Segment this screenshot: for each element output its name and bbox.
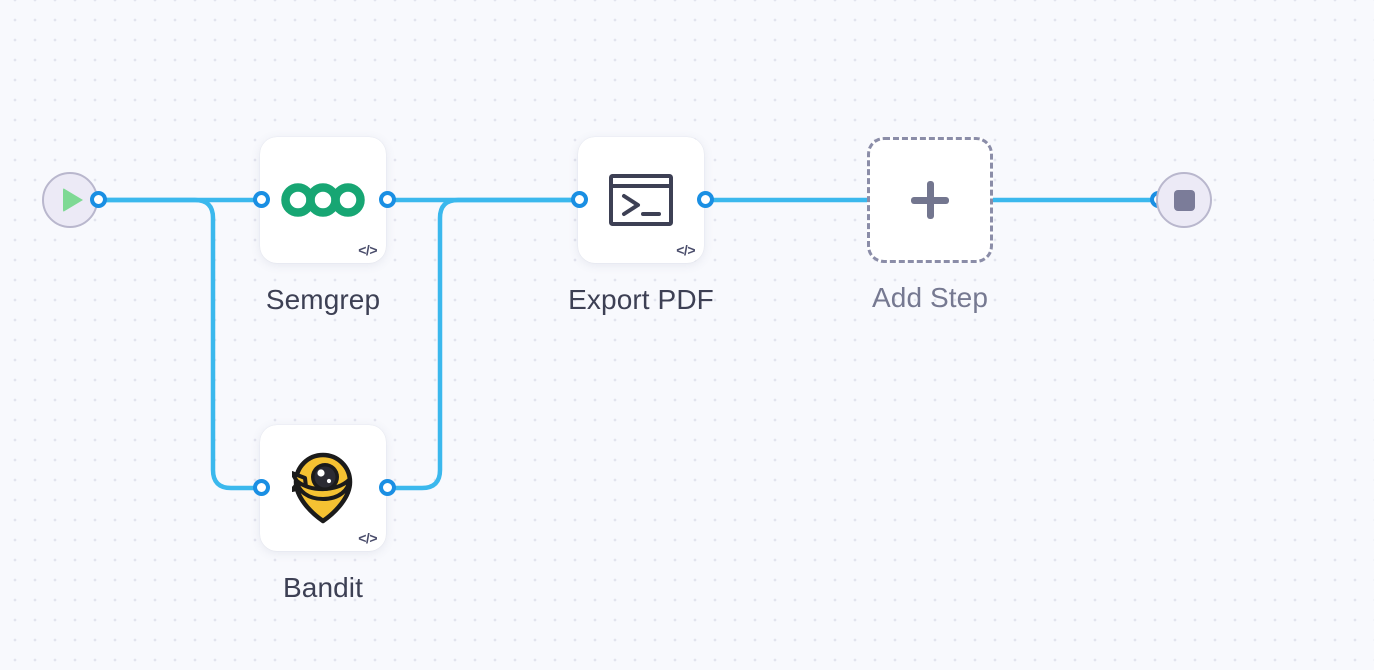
- bandit-input-port[interactable]: [253, 479, 270, 496]
- stop-icon: [1173, 189, 1195, 211]
- plus-icon: [911, 181, 949, 219]
- start-node[interactable]: [42, 172, 98, 228]
- semgrep-logo-icon: [281, 183, 365, 217]
- play-icon: [63, 188, 83, 212]
- node-export-pdf[interactable]: </>: [578, 137, 704, 263]
- node-label-bandit: Bandit: [283, 572, 363, 603]
- add-step-label: Add Step: [872, 282, 988, 313]
- code-badge-icon: </>: [676, 242, 695, 258]
- semgrep-output-port[interactable]: [379, 191, 396, 208]
- node-label-export-pdf: Export PDF: [568, 284, 714, 315]
- edge-bandit-to-exportpdf: [384, 197, 583, 491]
- edge-start-to-bandit: [95, 197, 264, 491]
- start-output-port[interactable]: [90, 191, 107, 208]
- end-node[interactable]: [1156, 172, 1212, 228]
- export-pdf-input-port[interactable]: [571, 191, 588, 208]
- code-badge-icon: </>: [358, 242, 377, 258]
- node-label-semgrep: Semgrep: [265, 284, 381, 315]
- semgrep-input-port[interactable]: [253, 191, 270, 208]
- node-bandit-icon-wrap: [260, 425, 386, 551]
- terminal-icon: [609, 174, 673, 226]
- add-step-button[interactable]: [867, 137, 993, 263]
- bandit-logo-icon: [292, 452, 353, 524]
- node-semgrep-icon-wrap: [260, 137, 386, 263]
- node-semgrep[interactable]: </>: [260, 137, 386, 263]
- node-bandit[interactable]: </>: [260, 425, 386, 551]
- code-badge-icon: </>: [358, 530, 377, 546]
- node-export-pdf-icon-wrap: [578, 137, 704, 263]
- bandit-output-port[interactable]: [379, 479, 396, 496]
- export-pdf-output-port[interactable]: [697, 191, 714, 208]
